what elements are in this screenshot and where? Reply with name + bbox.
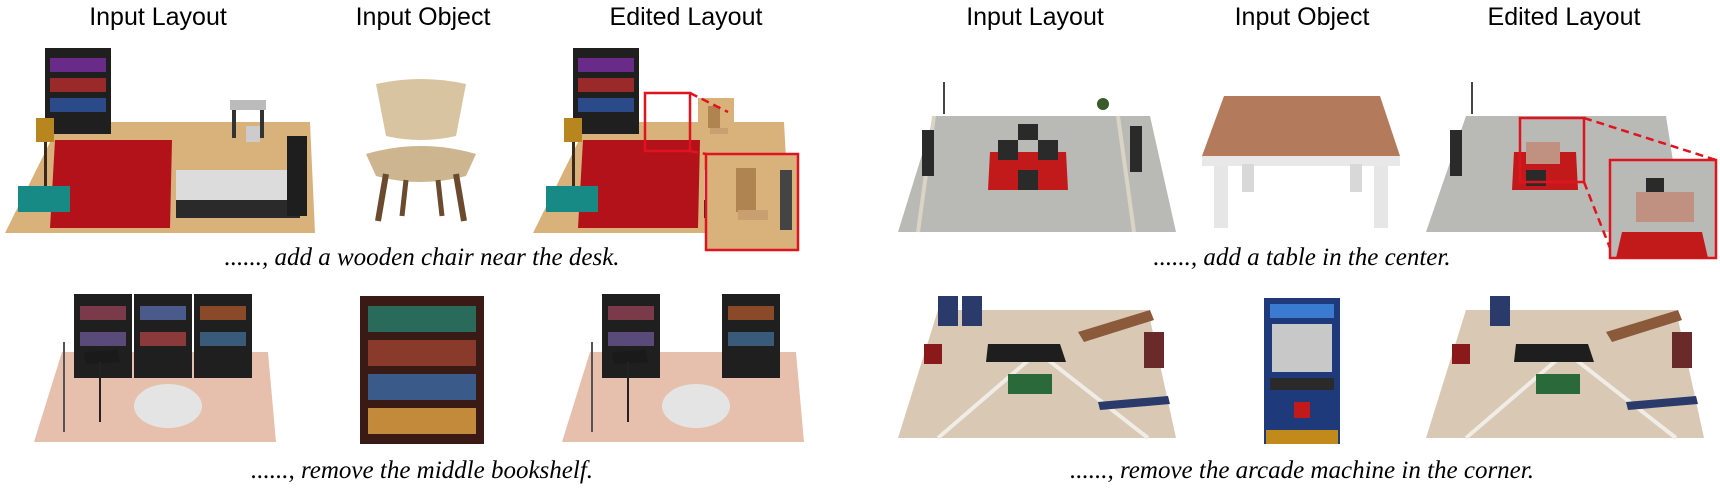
reading-room-input-layout <box>34 294 276 442</box>
header-input-layout-right: Input Layout <box>966 3 1104 31</box>
header-edited-layout-right: Edited Layout <box>1487 3 1641 31</box>
header-input-object-right: Input Object <box>1234 3 1370 31</box>
caption-remove-arcade-machine: ......, remove the arcade machine in the… <box>1070 457 1534 484</box>
reading-room-edited-layout <box>562 294 804 442</box>
bedroom-input-layout <box>5 48 315 233</box>
caption-add-wooden-chair: ......, add a wooden chair near the desk… <box>224 244 620 271</box>
bedroom-edited-layout <box>533 48 800 252</box>
header-input-layout-left: Input Layout <box>89 3 227 31</box>
arcade-room-input-layout <box>898 296 1176 440</box>
arcade-machine-input-object <box>1264 298 1340 444</box>
header-input-object-left: Input Object <box>355 3 491 31</box>
table-input-object <box>1202 96 1400 228</box>
wooden-chair-input-object <box>366 79 476 222</box>
caption-remove-bookshelf: ......, remove the middle bookshelf. <box>250 457 594 484</box>
lounge-edited-layout <box>1426 82 1718 260</box>
header-edited-layout-left: Edited Layout <box>609 3 763 31</box>
bookshelf-input-object <box>360 296 484 444</box>
arcade-room-edited-layout <box>1426 296 1704 440</box>
lounge-input-layout <box>898 82 1176 233</box>
caption-add-table: ......, add a table in the center. <box>1153 244 1451 271</box>
